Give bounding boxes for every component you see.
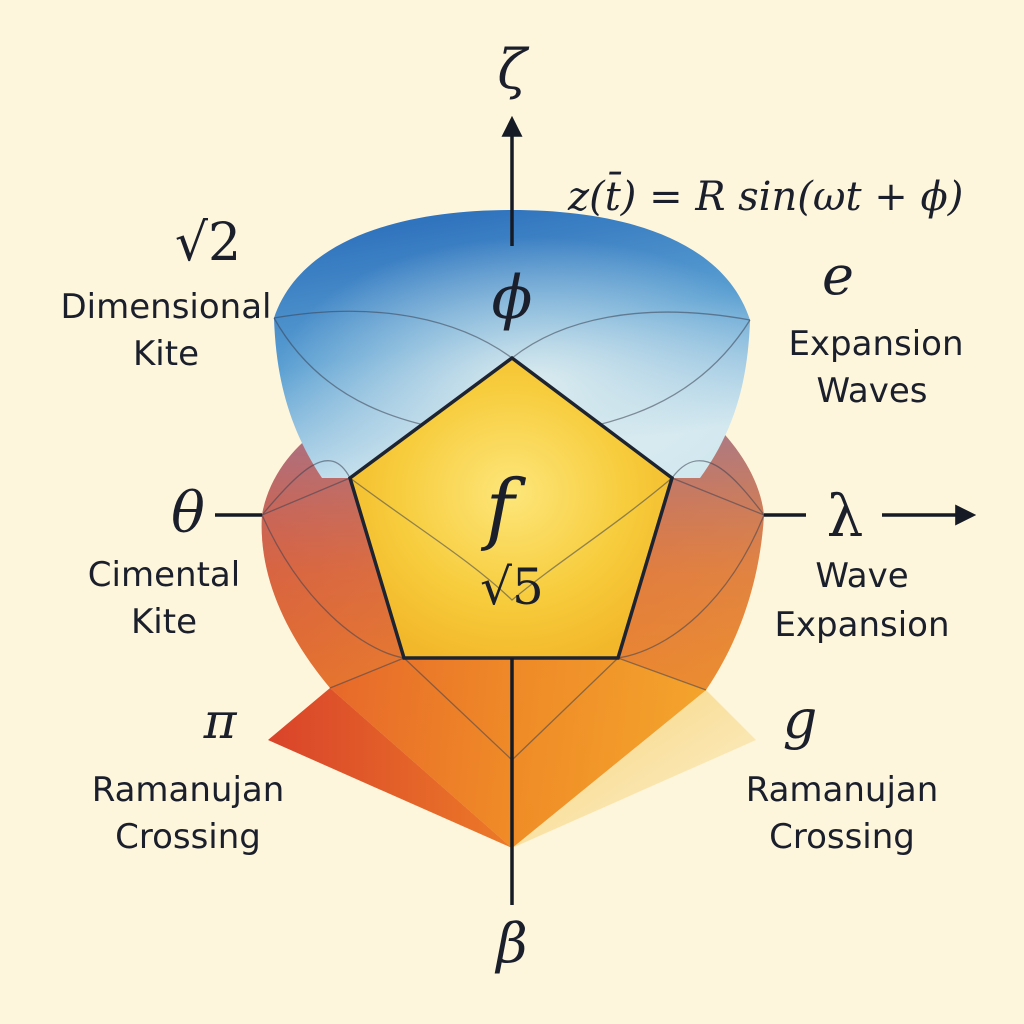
top-right-label-line1: Expansion [788, 324, 963, 364]
formula-lhs: z( [567, 174, 606, 220]
formula: z(t̄) = R sin(ωt + ϕ) [567, 171, 963, 220]
bottom-left-label-line2: Crossing [115, 817, 261, 857]
mid-left-label-line1: Cimental [88, 555, 240, 595]
bottom-right-label-line1: Ramanujan [746, 770, 939, 810]
bottom-right-wing [512, 690, 756, 848]
top-left-label-line2: Kite [133, 334, 199, 374]
bottom-trapezoid [330, 658, 706, 848]
axis-right-symbol: λ [827, 482, 864, 550]
pentagon-inner-arc [349, 477, 673, 601]
mid-left-label-line2: Kite [131, 602, 197, 642]
top-right-label-line2: Waves [816, 371, 927, 411]
bottom-left-symbol: π [203, 692, 238, 750]
top-right-symbol: e [822, 244, 854, 307]
axis-top-symbol: ζ [497, 38, 529, 101]
center-root-symbol: √5 [480, 558, 544, 616]
top-left-symbol: √2 [175, 213, 241, 273]
bottom-right-label-line2: Crossing [769, 817, 915, 857]
center-pentagon [350, 358, 672, 658]
bottom-left-wing [268, 688, 512, 848]
bottom-right-symbol: g [783, 688, 818, 751]
axis-bottom-symbol: β [494, 912, 527, 975]
phi-symbol: ϕ [492, 263, 533, 333]
blue-dome-glow [274, 210, 750, 478]
top-left-label-line1: Dimensional [60, 287, 271, 327]
mid-right-label-line1: Wave [815, 556, 908, 596]
formula-var: t̄ [605, 171, 622, 220]
formula-rhs: ) = R sin(ωt + ϕ) [620, 174, 964, 220]
axis-left-symbol: θ [171, 481, 205, 546]
bottom-left-label-line1: Ramanujan [92, 770, 285, 810]
mid-right-label-line2: Expansion [774, 605, 949, 645]
